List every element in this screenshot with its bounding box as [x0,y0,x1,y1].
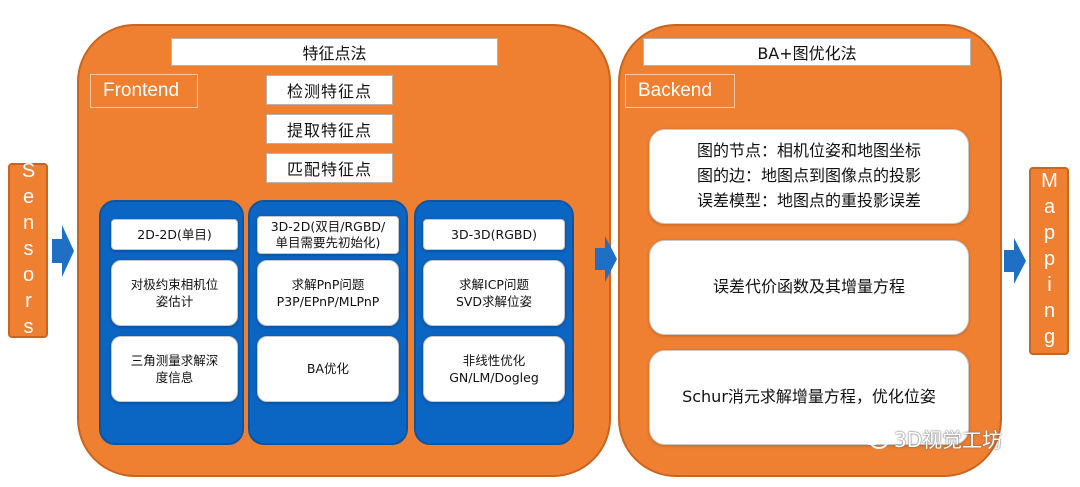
mapping-box: Mapping [1029,167,1069,355]
graph-model-cell: 图的节点：相机位姿和地图坐标 图的边：地图点到图像点的投影 误差模型：地图点的重… [649,129,969,224]
extract-features-step: 提取特征点 [266,114,393,144]
ba-optimization-cell: BA优化 [257,336,399,402]
column-3d2d-header: 3D-2D(双目/RGBD/ 单目需要先初始化) [257,216,399,254]
pnp-cell: 求解PnP问题 P3P/EPnP/MLPnP [257,260,399,326]
schur-cell: Schur消元求解增量方程，优化位姿 [649,350,969,445]
wechat-icon [862,428,888,449]
backend-tag: Backend [625,74,735,108]
detect-features-step: 检测特征点 [266,75,393,105]
match-features-step: 匹配特征点 [266,153,393,183]
sensors-box: Sensors [8,160,48,342]
frontend-tag: Frontend [90,74,198,108]
arrow-right-icon [52,225,74,277]
backend-title: BA+图优化法 [643,38,971,66]
column-2d2d-header: 2D-2D(单目) [111,219,238,250]
triangulation-cell: 三角测量求解深 度信息 [111,336,238,402]
sensors-label: Sensors [17,159,40,342]
frontend-title: 特征点法 [171,38,498,66]
icp-cell: 求解ICP问题 SVD求解位姿 [423,260,565,326]
epipolar-pose-cell: 对极约束相机位 姿估计 [111,260,238,326]
watermark: 3D视觉工坊 [862,424,1002,453]
cost-function-cell: 误差代价函数及其增量方程 [649,240,969,335]
column-3d3d-header: 3D-3D(RGBD) [423,219,565,250]
watermark-text: 3D视觉工坊 [894,428,1003,452]
arrow-right-icon [1004,238,1026,284]
arrow-right-icon [595,236,617,282]
mapping-label: Mapping [1038,170,1061,352]
nonlinear-optimization-cell: 非线性优化 GN/LM/Dogleg [423,336,565,402]
